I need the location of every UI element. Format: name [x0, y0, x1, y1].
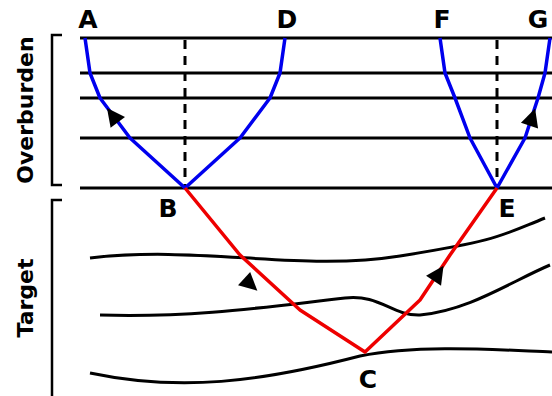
- target-ray: [185, 188, 497, 352]
- point-label: F: [433, 7, 450, 32]
- point-label: D: [277, 7, 298, 32]
- point-label: A: [78, 7, 97, 32]
- region-label: Target: [15, 258, 37, 337]
- point-label: G: [528, 7, 549, 32]
- overburden-rays: [85, 38, 550, 188]
- point-label: C: [359, 367, 377, 392]
- brackets: [52, 35, 62, 396]
- dashed-verticals: [185, 40, 497, 186]
- arrowheads: [100, 103, 544, 298]
- point-label: B: [158, 196, 177, 221]
- point-label: E: [498, 196, 515, 221]
- layer-boundaries: [80, 38, 552, 383]
- region-label: Overburden: [15, 36, 37, 183]
